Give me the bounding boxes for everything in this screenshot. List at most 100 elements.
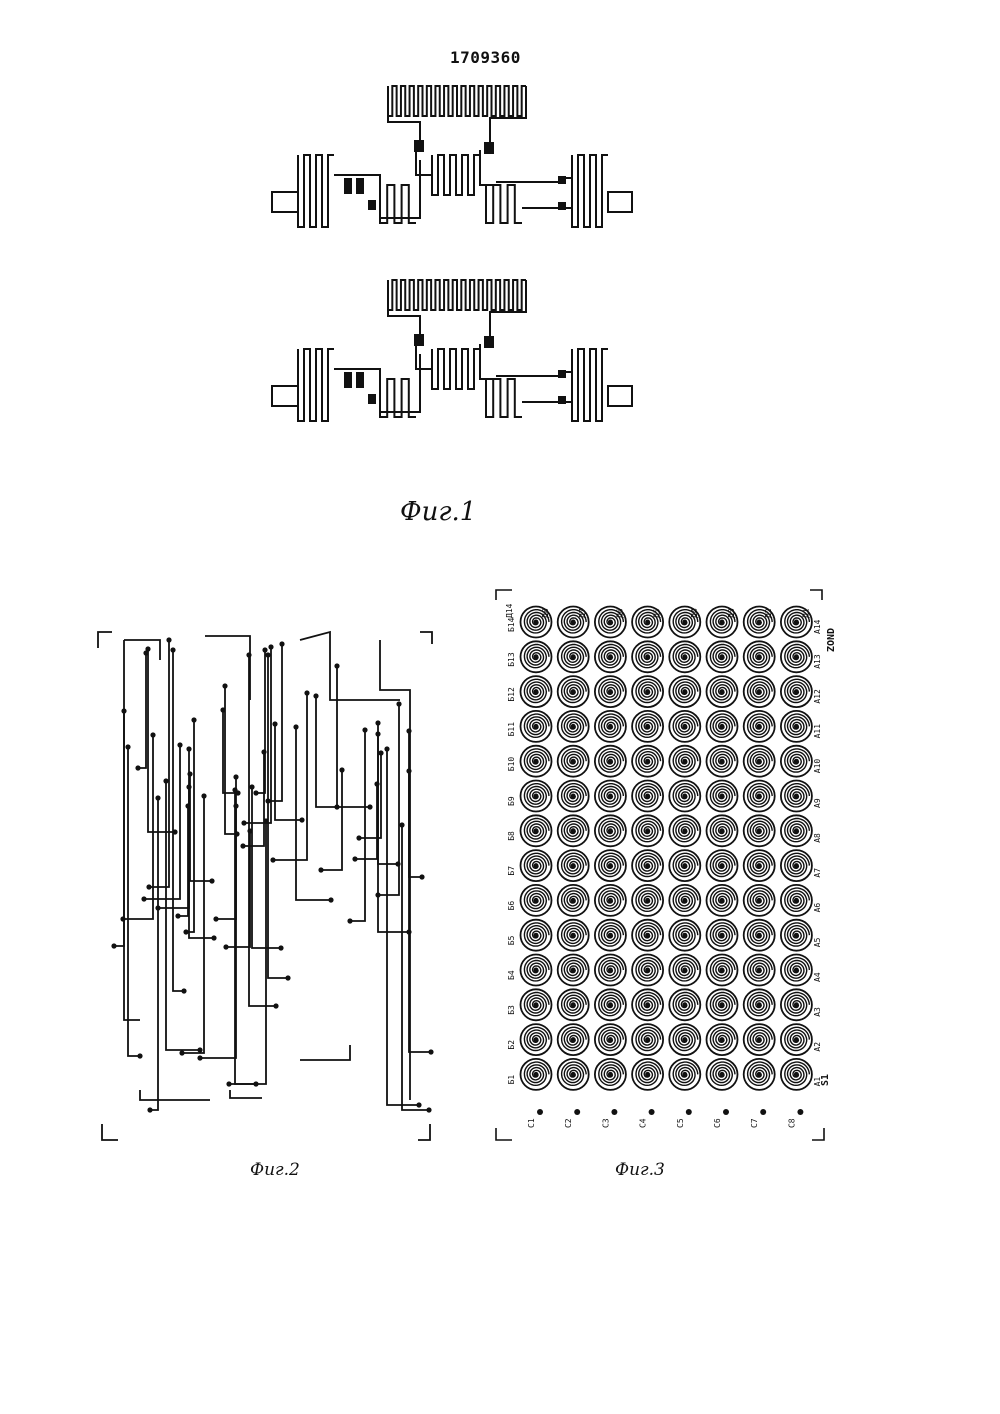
column-top-label: Д1 (801, 608, 810, 618)
via (356, 835, 361, 840)
spiral-center-dot (757, 689, 762, 694)
spiral-center-dot (571, 1072, 576, 1077)
spiral-sensor (595, 781, 626, 812)
via (352, 856, 357, 861)
spiral-sensor (595, 920, 626, 951)
via (262, 647, 267, 652)
spiral-center-dot (571, 1002, 576, 1007)
via (186, 784, 191, 789)
spiral-center-dot (794, 828, 799, 833)
spiral-sensor (632, 781, 663, 812)
spiral-center-dot (571, 863, 576, 868)
spiral-sensor (558, 920, 589, 951)
via (222, 683, 227, 688)
trace (124, 640, 160, 660)
row-right-label: А13 (813, 654, 822, 669)
spiral-center-dot (794, 968, 799, 973)
spiral-sensor (744, 920, 775, 951)
spiral-center-dot (720, 620, 725, 625)
spiral-center-dot (571, 654, 576, 659)
via (179, 1050, 184, 1055)
via (416, 1102, 421, 1107)
row-left-label: Б5 (507, 935, 516, 945)
spiral-center-dot (720, 828, 725, 833)
meander-structure (272, 86, 632, 227)
via (240, 843, 245, 848)
via (328, 897, 333, 902)
via (396, 701, 401, 706)
via (347, 918, 352, 923)
spiral-center-dot (682, 968, 687, 973)
contact-pad (558, 396, 566, 404)
spiral-sensor (781, 676, 812, 707)
via (426, 1107, 431, 1112)
spiral-center-dot (534, 863, 539, 868)
column-top-label: Д7 (578, 608, 587, 618)
via (249, 784, 254, 789)
trace (182, 796, 204, 1053)
via (183, 929, 188, 934)
spiral-sensor (595, 676, 626, 707)
trace (249, 655, 276, 1006)
spiral-center-dot (794, 1072, 799, 1077)
spiral-sensor (781, 815, 812, 846)
spiral-sensor (558, 815, 589, 846)
spiral-center-dot (794, 654, 799, 659)
spiral-sensor (632, 850, 663, 881)
trace (244, 647, 271, 823)
trace (138, 653, 146, 768)
via (334, 663, 339, 668)
trace (173, 650, 184, 991)
via (146, 884, 151, 889)
row-right-label: А7 (813, 868, 822, 878)
spiral-center-dot (608, 898, 613, 903)
spiral-center-dot (571, 1037, 576, 1042)
spiral-sensor (744, 850, 775, 881)
trace (230, 1090, 262, 1098)
spiral-sensor (707, 815, 738, 846)
spiral-center-dot (608, 620, 613, 625)
via (374, 781, 379, 786)
spiral-sensor (521, 989, 552, 1020)
trace (243, 752, 264, 846)
row-right-label: А11 (813, 724, 822, 739)
row-right-label: А5 (813, 937, 822, 947)
spiral-center-dot (757, 794, 762, 799)
spiral-center-dot (720, 933, 725, 938)
meander-structure (272, 280, 632, 421)
right-pad (608, 386, 632, 406)
spiral-center-dot (534, 620, 539, 625)
spiral-center-dot (720, 1072, 725, 1077)
contact-pad (344, 178, 352, 194)
spiral-sensor (744, 955, 775, 986)
spiral-center-dot (608, 933, 613, 938)
spiral-center-dot (645, 828, 650, 833)
spiral-sensor (521, 815, 552, 846)
spiral-center-dot (571, 620, 576, 625)
spiral-sensor (558, 711, 589, 742)
connector (416, 150, 432, 175)
via (213, 916, 218, 921)
spiral-center-dot (720, 863, 725, 868)
spiral-center-dot (682, 1037, 687, 1042)
connector (416, 344, 432, 369)
via (197, 1047, 202, 1052)
spiral-center-dot (645, 933, 650, 938)
contact-pad (484, 142, 494, 154)
spiral-center-dot (682, 654, 687, 659)
spiral-center-dot (645, 794, 650, 799)
via (143, 650, 148, 655)
trace (189, 787, 214, 938)
corner-mark (812, 1128, 824, 1140)
spiral-sensor (521, 781, 552, 812)
spiral-center-dot (645, 724, 650, 729)
right-lower-meander (486, 379, 522, 417)
row-right-label: А9 (813, 798, 822, 808)
column-bottom-label: С4 (639, 1118, 648, 1128)
row-left-label: Б9 (507, 796, 516, 806)
right-meander (572, 349, 608, 421)
row-left-label: Б1 (507, 1075, 516, 1085)
spiral-center-dot (571, 828, 576, 833)
spiral-sensor (707, 746, 738, 777)
